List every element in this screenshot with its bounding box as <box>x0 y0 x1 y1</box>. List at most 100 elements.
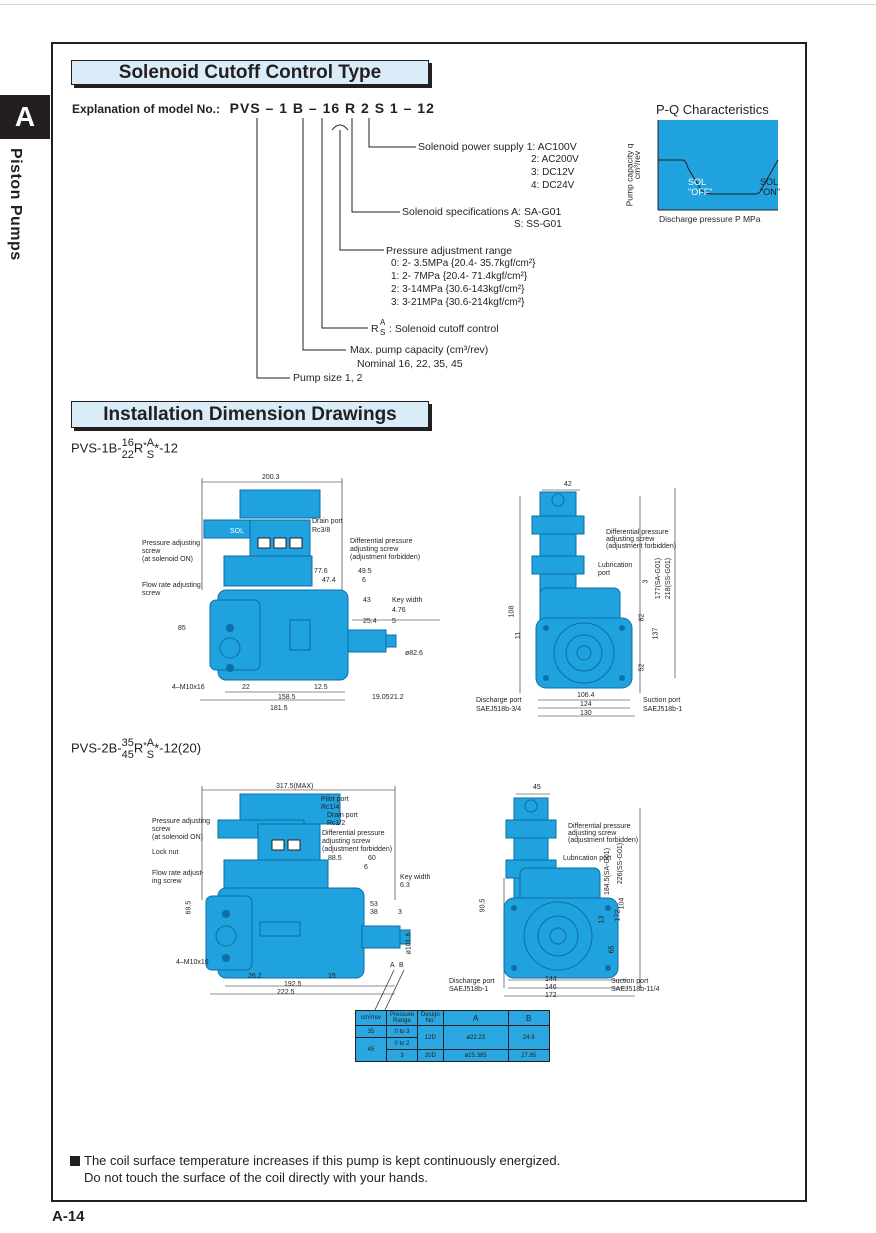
warning-note: The coil surface temperature increases i… <box>70 1152 560 1186</box>
fig1-d137: 137 <box>652 627 660 640</box>
fig2-dA: A <box>390 962 395 969</box>
fig2-d226: 226(SS-G01) <box>617 842 625 885</box>
fig2-num-top: 35 <box>121 737 134 749</box>
fig1-dis2: SAEJ518b-3/4 <box>476 706 522 713</box>
fig1-keyv: 4.76 <box>392 607 406 614</box>
fig2-d6: 6 <box>364 864 368 871</box>
fig1-side-view <box>200 478 440 701</box>
fig1-d85: 85 <box>178 625 186 632</box>
cutoff-a: A <box>380 318 386 327</box>
fig2-pilot2: Rc1/4 <box>321 804 340 811</box>
fig2-d262: 26.2 <box>248 973 262 980</box>
fig2-d172v: 172 <box>614 909 622 922</box>
fig1-diff: Differential pressure <box>350 538 413 545</box>
fig1-d108: 108 <box>508 605 516 618</box>
fig1-sol: SOL <box>230 528 245 535</box>
fig2-side-view <box>201 786 411 995</box>
fig2-d1016: ø101.6 <box>405 932 413 955</box>
pq-xlabel: Discharge pressure P MPa <box>659 214 761 224</box>
fig2-d65: 65 <box>608 945 616 954</box>
fig2-front-view <box>503 793 641 997</box>
fig1-d130: 130 <box>580 710 592 717</box>
pressure-opt-3: 3: 3-21MPa {30.6-214kgf/cm²} <box>391 297 525 308</box>
table-header: B <box>507 1010 550 1026</box>
fig1-suc2: SAEJ518b-1 <box>643 706 683 713</box>
fig1-d218: 218(SS-G01) <box>665 557 673 600</box>
fig1-suc: Suction port <box>643 697 681 704</box>
fig2-press3: (at solenoid ON) <box>152 834 203 841</box>
fig2-dB: B <box>399 962 404 969</box>
table-header: A <box>442 1010 509 1026</box>
spec-title: Solenoid specifications A: SA-G01 <box>402 206 562 218</box>
fig1-d3: 3 <box>642 579 650 584</box>
fig1-a: A <box>146 437 155 449</box>
ab-leader <box>373 969 405 1013</box>
pressure-title: Pressure adjustment range <box>386 245 513 257</box>
section-tab: A <box>0 95 50 139</box>
table-row: 35 0 to 3 12D ø22.23 24.9 <box>355 1025 550 1050</box>
fig1-num-top: 16 <box>121 437 134 449</box>
fig2-press2: screw <box>152 826 171 833</box>
fig2-d13: 13 <box>598 915 606 924</box>
fig2-keyw: Key width <box>400 874 431 881</box>
page-frame <box>51 42 807 1202</box>
fig1-d124: 124 <box>580 701 592 708</box>
fig2-diff3: (adjustment forbidden) <box>322 846 393 853</box>
fig1-diff3: (adjustment forbidden) <box>350 554 421 561</box>
table-cell: ø25.385 <box>442 1049 509 1062</box>
fig1-d826: ø82.6 <box>405 650 423 657</box>
fig1-lub: Lubrication <box>598 562 633 569</box>
table-cell: 0 to 2 <box>385 1037 419 1050</box>
fig1-sup: * <box>143 440 147 451</box>
table-cell: 0 to 3 <box>385 1025 419 1038</box>
fig1-dis: Discharge port <box>476 697 522 704</box>
model-label: Explanation of model No.: <box>72 102 221 116</box>
fig1-s: S <box>146 449 155 461</box>
fig1-front-view <box>519 488 676 717</box>
section-title-text: Solenoid Cutoff Control Type <box>118 62 382 83</box>
model-code: PVS – 1 B – 16 R 2 S 1 – 12 <box>229 100 435 116</box>
pressure-opt-0: 0: 2- 3.5MPa {20.4- 35.7kgf/cm²} <box>391 258 536 269</box>
fig2-press: Pressure adjusting <box>152 818 210 825</box>
table-cell: 3 <box>385 1049 419 1062</box>
section-title-solenoid: Solenoid Cutoff Control Type <box>71 60 429 85</box>
fig1-num-bot: 22 <box>121 449 134 461</box>
fig1-drain: Drain port <box>312 518 343 525</box>
fig2-lub: Lubrication port <box>563 855 612 862</box>
fig2-w-top: 317.5(MAX) <box>276 783 314 790</box>
fig1-d212: 21.2 <box>390 694 404 701</box>
fig1-press-adj3: (at solenoid ON) <box>142 556 193 563</box>
fig2-d38: 38 <box>370 909 378 916</box>
fig1-suffix: *-12 <box>154 440 178 456</box>
table-cell: 45 <box>355 1037 387 1062</box>
fig1-d254: 25.4 <box>363 618 377 625</box>
fig2-d3: 3 <box>398 909 402 916</box>
page-number: A-14 <box>52 1208 85 1225</box>
fig1-d22: 22 <box>242 684 250 691</box>
pq-off-2: "OFF" <box>688 187 713 197</box>
fig2-m10: 4–M10x16 <box>176 959 209 966</box>
table-header: Design No. <box>417 1010 444 1026</box>
model-explanation: Explanation of model No.: PVS – 1 B – 16… <box>72 100 435 116</box>
fig1-d1064: 106.4 <box>577 692 595 699</box>
section-title-installation: Installation Dimension Drawings <box>71 401 429 428</box>
fig1-flow2: screw <box>142 590 161 597</box>
fig1-keyw: Key width <box>392 597 423 604</box>
fig2-s: S <box>146 749 155 761</box>
fig1-d776: 77.6 <box>314 568 328 575</box>
fig2-diff3-front: (adjustment forbidden) <box>568 837 639 844</box>
fig2-prefix: PVS-2B- <box>71 740 122 756</box>
table-row: 45 0 to 2 <box>355 1037 550 1062</box>
top-rule <box>0 4 876 5</box>
pressure-opt-2: 2: 3-14MPa {30.6-143kgf/cm²} <box>391 284 525 295</box>
pq-title: P-Q Characteristics <box>656 102 769 117</box>
fig2-d104: 104 <box>618 897 626 910</box>
fig1-d11: 11 <box>515 631 523 640</box>
note-line-2: Do not touch the surface of the coil dir… <box>84 1170 428 1185</box>
fig2-suffix: *-12(20) <box>154 740 202 756</box>
power-supply-title: Solenoid power supply 1: AC100V <box>418 141 577 153</box>
model-leader-lines <box>256 118 416 379</box>
side-label: Piston Pumps <box>7 148 24 261</box>
cutoff-r: R <box>371 323 379 335</box>
